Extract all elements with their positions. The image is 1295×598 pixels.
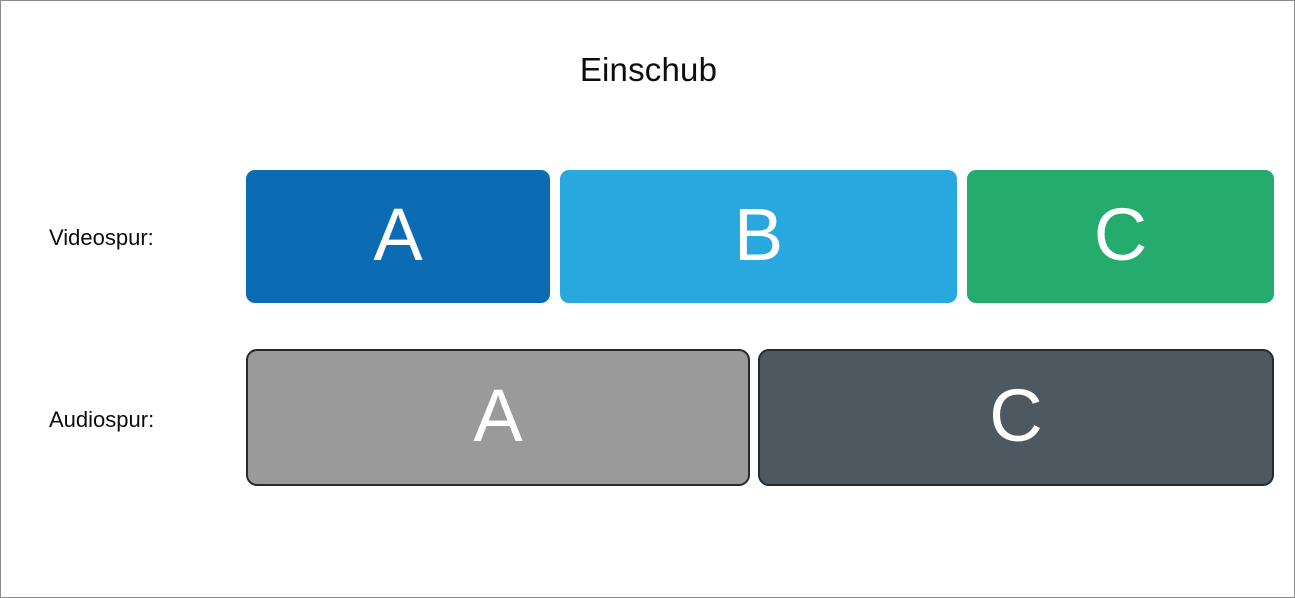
- audio-track-row: Audiospur: A C: [1, 349, 1294, 486]
- video-track-row: Videospur: A B C: [1, 170, 1294, 303]
- audio-clip-c[interactable]: C: [758, 349, 1274, 486]
- audio-clip-a[interactable]: A: [246, 349, 750, 486]
- audio-track-label: Audiospur:: [49, 407, 155, 432]
- video-clip-b[interactable]: B: [560, 170, 957, 303]
- page-title: Einschub: [579, 51, 718, 88]
- video-clip-a[interactable]: A: [246, 170, 550, 303]
- video-clip-a-letter: A: [373, 192, 423, 276]
- video-clip-b-letter: B: [733, 192, 784, 276]
- video-clip-c-letter: C: [1093, 192, 1148, 276]
- audio-clip-c-letter: C: [989, 373, 1043, 457]
- video-clip-c[interactable]: C: [967, 170, 1274, 303]
- video-track-label: Videospur:: [49, 225, 154, 250]
- audio-clip-a-letter: A: [473, 373, 523, 457]
